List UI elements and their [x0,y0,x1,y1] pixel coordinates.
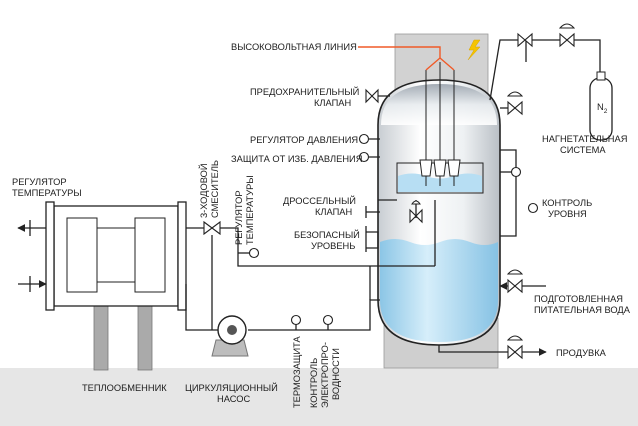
label-high-voltage-line: ВЫСОКОВОЛЬТНАЯ ЛИНИЯ [231,42,357,52]
label-conductivity-3: ВОДНОСТИ [331,348,341,400]
boiler-vessel [377,79,501,346]
label-level-control-2: УРОВНЯ [548,209,587,219]
label-temp-regulator-left-2: ТЕМПЕРАТУРЫ [12,188,82,198]
label-circ-pump-2: НАСОС [217,394,250,404]
label-overpressure-protection: ЗАЩИТА ОТ ИЗБ. ДАВЛЕНИЯ [231,154,362,164]
ground-floor [0,368,638,426]
n2-valve-2 [559,32,575,48]
label-heat-exchanger: ТЕПЛООБМЕННИК [82,383,167,393]
label-thermal-protection: ТЕРМОЗАЩИТА [292,335,302,408]
instrument-gauges [248,133,539,326]
label-mixer-2: СМЕСИТЕЛЬ [210,160,220,218]
high-voltage-line [358,39,481,71]
blowdown-valve [507,344,523,360]
label-pressurization: НАГНЕТАТЕЛЬНАЯ [542,134,627,144]
label-pressurization-2: СИСТЕМА [560,145,606,155]
nitrogen-cylinder [589,71,613,141]
n2-valve-1 [517,32,533,48]
feed-valve [507,278,523,294]
label-temp-regulator-mid: РЕГУЛЯТОР [234,190,244,245]
lightning-icon [467,39,481,61]
label-safe-level-2: УРОВЕНЬ [311,241,355,251]
label-throttle-valve-2: КЛАПАН [315,207,352,217]
throttle-valve [409,208,423,224]
label-feed-water: ПОДГОТОВЛЕННАЯ [534,294,623,304]
label-safety-valve-2: КЛАПАН [314,98,351,108]
right-top-valve [507,100,523,116]
valves [203,32,575,360]
label-safe-level: БЕЗОПАСНЫЙ [294,229,360,240]
label-pressure-regulator: РЕГУЛЯТОР ДАВЛЕНИЯ [250,135,358,145]
label-conductivity: КОНТРОЛЬ [309,358,319,408]
label-circ-pump: ЦИРКУЛЯЦИОННЫЙ [185,382,278,393]
label-level-control: КОНТРОЛЬ [542,198,592,208]
label-blowdown: ПРОДУВКА [556,348,607,358]
mixer-valve [203,220,221,236]
label-temp-regulator-left: РЕГУЛЯТОР [12,177,67,187]
safety-valve [365,88,379,104]
label-mixer: 3-ХОДОВОЙ [198,163,209,218]
electrodes [419,62,461,186]
label-throttle-valve: ДРОССЕЛЬНЫЙ [283,195,356,206]
label-temp-regulator-mid-2: ТЕМПЕРАТУРЫ [245,175,255,245]
label-conductivity-2: ЭЛЕКТРОПРО- [320,342,330,408]
label-nitrogen: N2 [597,102,608,115]
label-safety-valve: ПРЕДОХРАНИТЕЛЬНЫЙ [250,86,359,97]
circulation-pump [211,315,249,357]
label-feed-water-2: ПИТАТЕЛЬНАЯ ВОДА [534,305,631,315]
heat-exchanger [45,201,187,371]
